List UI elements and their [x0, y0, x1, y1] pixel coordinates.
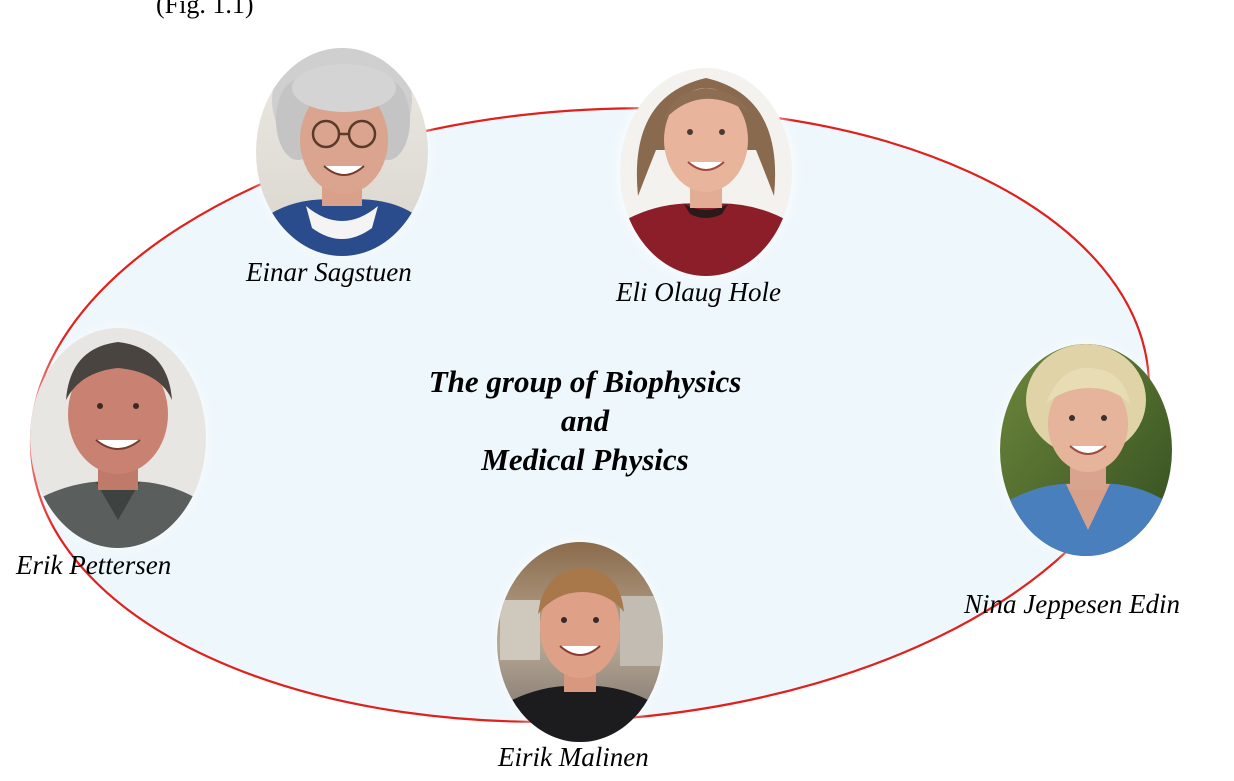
person-name-nina: Nina Jeppesen Edin: [964, 589, 1180, 619]
group-title-line: and: [560, 403, 610, 438]
portrait-icon: [608, 56, 804, 288]
portrait-icon: [488, 532, 672, 752]
person-name-einar: Einar Sagstuen: [246, 257, 412, 287]
group-title: The group of Biophysics and Medical Phys…: [380, 362, 790, 479]
person-name-erik: Erik Pettersen: [16, 550, 172, 580]
person-name-eli: Eli Olaug Hole: [616, 277, 781, 307]
figure-reference-fragment: (Fig. 1.1): [156, 0, 254, 19]
portrait-icon: [20, 318, 216, 558]
group-title-line: The group of Biophysics: [428, 364, 742, 399]
person-name-eirik: Eirik Malinen: [498, 742, 649, 772]
portrait-icon: [246, 38, 438, 266]
portrait-icon: [990, 334, 1182, 566]
group-title-line: Medical Physics: [481, 442, 689, 477]
